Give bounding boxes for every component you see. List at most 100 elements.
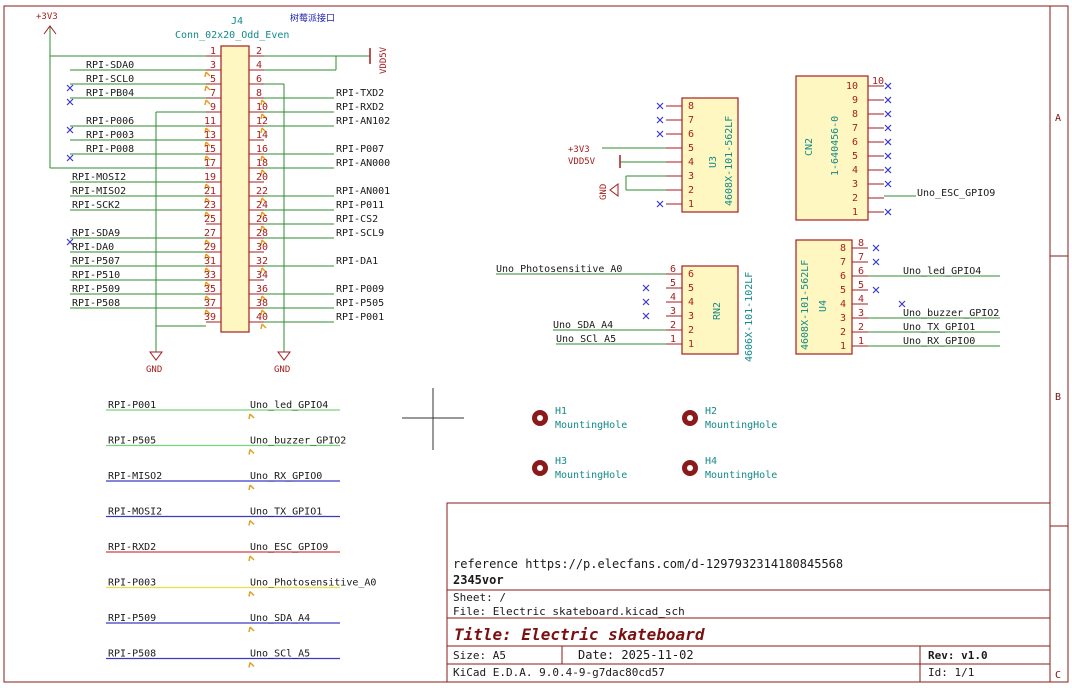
j4-right-net-label: RPI-P011 xyxy=(336,200,384,211)
rn2-body xyxy=(681,265,739,355)
flag-icon xyxy=(204,239,211,246)
no-connect-icon xyxy=(656,200,664,208)
cn2-pin-number: 6 xyxy=(852,137,858,148)
u3-pin-number: 2 xyxy=(688,185,694,196)
j4-pin-number: 15 xyxy=(204,144,216,155)
u3-pin-number: 3 xyxy=(688,171,694,182)
net-label-right: Uno_buzzer_GPIO2 xyxy=(250,436,346,447)
mounting-hole-value: MountingHole xyxy=(705,470,777,481)
u4-pin-number: 7 xyxy=(840,257,846,268)
u4-pin-number: 6 xyxy=(858,266,864,277)
j4-pin-number: 32 xyxy=(256,256,268,267)
gnd-left[interactable]: GND xyxy=(146,111,206,375)
j4-left-net-label: RPI-SCK2 xyxy=(72,200,120,211)
j4-connector[interactable]: J4 Conn_02x20_Odd_Even 树莓派接口 13RPI-SDA05… xyxy=(66,12,390,333)
u4-ref: U4 xyxy=(818,300,829,312)
j4-title: 树莓派接口 xyxy=(290,12,335,24)
no-connect-icon xyxy=(642,284,650,292)
mounting-hole-value: MountingHole xyxy=(555,470,627,481)
supply-3v3[interactable]: +3V3 xyxy=(36,12,206,169)
j4-right-net-label: RPI-RXD2 xyxy=(336,102,384,113)
j4-pin-number: 27 xyxy=(204,228,216,239)
flag-icon xyxy=(204,71,211,78)
j4-left-net-label: RPI-SDA0 xyxy=(86,60,134,71)
gnd-left-label: GND xyxy=(146,365,162,375)
net-label-left: RPI-RXD2 xyxy=(108,542,156,553)
flag-icon xyxy=(260,127,267,134)
u4-pin-number: 1 xyxy=(858,336,864,347)
u4-pin-number: 7 xyxy=(858,252,864,263)
rn2-net-sda: Uno_SDA_A4 xyxy=(553,320,613,331)
j4-left-net-label: RPI-P509 xyxy=(72,284,120,295)
gnd-right[interactable]: GND xyxy=(264,83,291,375)
rn2-pin-number: 3 xyxy=(670,306,676,317)
u4-pin-number: 1 xyxy=(840,341,846,352)
j4-pin-number: 16 xyxy=(256,144,268,155)
u4-pin-number: 4 xyxy=(858,294,864,305)
u3-pin-number: 5 xyxy=(688,143,694,154)
supply-vdd5v[interactable]: VDD5V xyxy=(264,46,389,74)
tb-size: Size: A5 xyxy=(453,649,506,662)
no-connect-icon xyxy=(872,286,880,294)
u3-supply-label: +3V3 xyxy=(568,145,590,155)
j4-pin-number: 23 xyxy=(204,200,216,211)
mounting-hole-ref: H2 xyxy=(705,406,717,417)
no-connect-icon xyxy=(656,130,664,138)
u4-body xyxy=(795,239,853,355)
j4-pin-number: 29 xyxy=(204,242,216,253)
net-label-right: Uno_TX_GPIO1 xyxy=(250,507,322,518)
j4-pin-number: 35 xyxy=(204,284,216,295)
no-connect-icon xyxy=(66,126,74,134)
j4-pin-number: 7 xyxy=(210,88,216,99)
flag-icon xyxy=(260,267,267,274)
u4-pin-number: 2 xyxy=(840,327,846,338)
j4-pin-number: 2 xyxy=(256,46,262,57)
net-label-right: Uno_SDA_A4 xyxy=(250,613,310,624)
u4-net-led: Uno_led_GPIO4 xyxy=(903,266,981,277)
tb-company: 2345vor xyxy=(453,573,504,587)
j4-right-net-label: RPI-AN102 xyxy=(336,116,390,127)
j4-pin-number: 30 xyxy=(256,242,268,253)
no-connect-icon xyxy=(884,152,892,160)
flag-icon xyxy=(248,413,255,420)
j4-pin-number: 22 xyxy=(256,186,268,197)
up-arrow-icon xyxy=(43,25,57,35)
cn2-ref: CN2 xyxy=(804,138,815,156)
vdd-label: VDD5V xyxy=(379,46,389,74)
cn2-pin-number: 2 xyxy=(852,193,858,204)
j4-left-net-label: RPI-P003 xyxy=(86,130,134,141)
j4-right-net-label: RPI-TXD2 xyxy=(336,88,384,99)
u4-pin-number: 4 xyxy=(840,299,846,310)
j4-pin-number: 17 xyxy=(204,158,216,169)
no-connect-icon xyxy=(66,238,74,246)
j4-left-net-label: RPI-SDA9 xyxy=(72,228,120,239)
cn2-net-esc: Uno_ESC_GPIO9 xyxy=(917,188,995,199)
u4-pin-number: 3 xyxy=(858,308,864,319)
j4-pin-number: 18 xyxy=(256,158,268,169)
supply-label: +3V3 xyxy=(36,12,58,22)
j4-pin-number: 21 xyxy=(204,186,216,197)
cn2-value: 1-640456-0 xyxy=(830,116,841,176)
cn2-body xyxy=(795,75,869,221)
crosshair-cursor-icon xyxy=(402,388,464,450)
no-connect-icon xyxy=(884,138,892,146)
mounting-hole-ref: H3 xyxy=(555,456,567,467)
u4-net-buzzer: Uno_buzzer_GPIO2 xyxy=(903,308,999,319)
